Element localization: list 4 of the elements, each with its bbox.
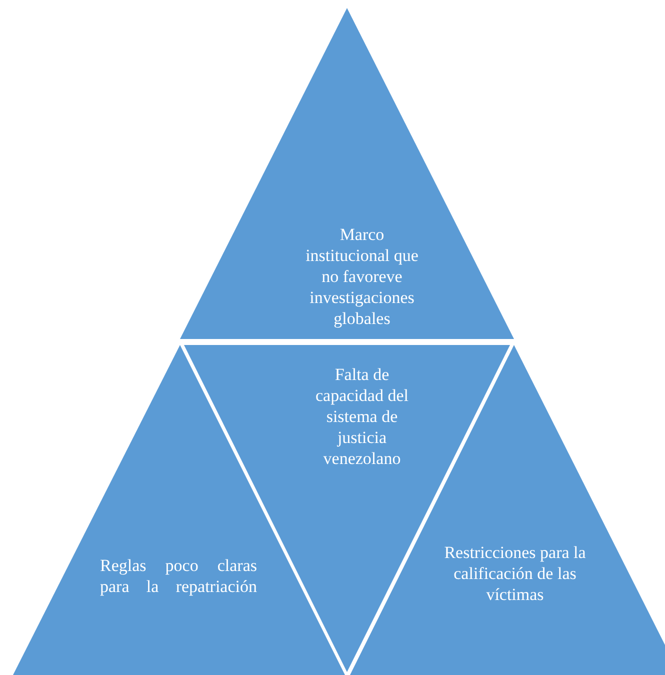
triangle-label: Reglas poco claras para la repatriación xyxy=(100,555,257,597)
triangle-label: Restricciones para la calificación de las víctimas xyxy=(443,542,587,605)
triangle-label: Falta de capacidad del sistema de justicia venezolano xyxy=(314,364,410,469)
triangle-label: Marco institucional que no favoreve investigaciones globales xyxy=(304,224,420,329)
